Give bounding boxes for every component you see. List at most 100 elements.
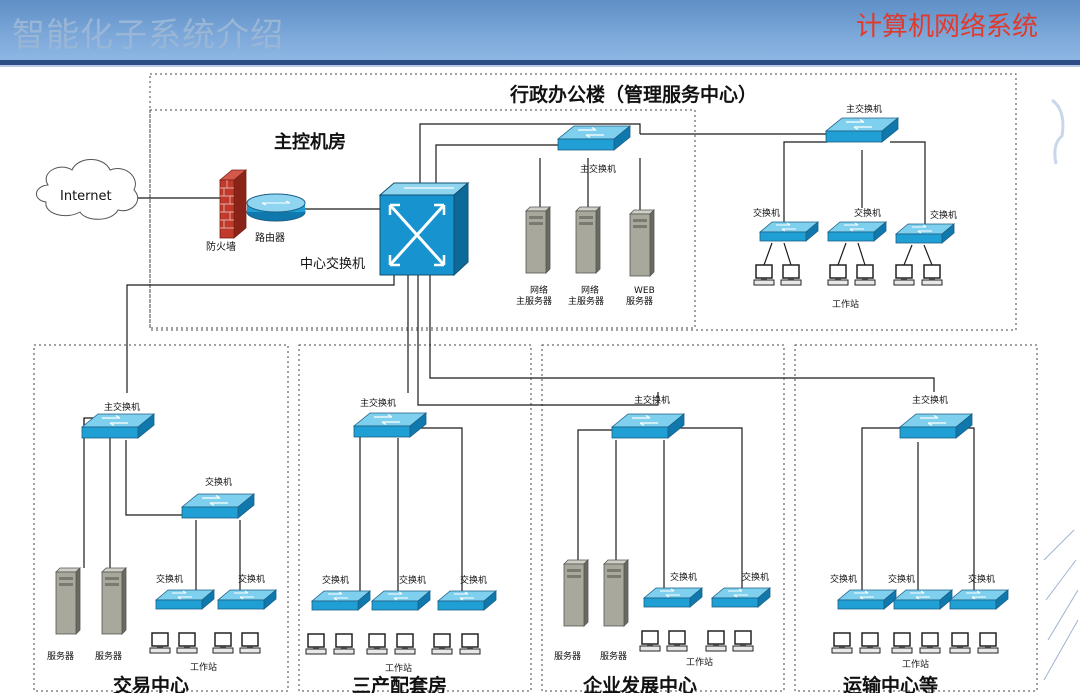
workstation-icon	[431, 633, 453, 655]
workstation-icon	[949, 632, 971, 654]
network-links	[83, 123, 975, 591]
main-switch-label: 主交换机	[104, 401, 140, 413]
server-icon	[525, 206, 551, 274]
workstation-icon	[333, 633, 355, 655]
workstation-icon	[854, 264, 876, 286]
core-switch-icon	[378, 181, 470, 277]
firewall-icon	[218, 169, 248, 239]
server-icon	[101, 567, 127, 635]
switch-label: 交换机	[968, 573, 995, 585]
server-icon	[575, 206, 601, 274]
switch-icon	[311, 590, 371, 611]
server-icon	[563, 559, 589, 627]
network-server-label-1: 网络	[530, 284, 548, 296]
workstation-label: 工作站	[686, 656, 713, 668]
switch-icon	[155, 589, 215, 610]
workstation-icon	[891, 632, 913, 654]
workstation-icon	[919, 632, 941, 654]
workstation-label: 工作站	[902, 658, 929, 670]
workstation-label: 工作站	[385, 662, 412, 674]
network-server-label-2: 主服务器	[568, 295, 604, 307]
header-divider-light	[0, 65, 1080, 67]
main-switch-icon	[557, 125, 631, 151]
switch-label: 交换机	[854, 207, 881, 219]
switch-label: 交换机	[888, 573, 915, 585]
switch-label: 交换机	[399, 574, 426, 586]
workstation-icon	[149, 632, 171, 654]
switch-label: 交换机	[205, 476, 232, 488]
slide-subtitle: 计算机网络系统	[855, 12, 1038, 42]
network-server-label-1: 网络	[581, 284, 599, 296]
main-switch-icon	[611, 413, 685, 439]
admin-building-label: 行政办公楼（管理服务中心）	[509, 83, 757, 106]
workstation-icon	[239, 632, 261, 654]
workstation-icon	[639, 630, 661, 652]
switch-icon	[893, 589, 953, 610]
tertiary-facilities-zone	[298, 344, 532, 692]
enterprise-dev-center-zone	[541, 344, 785, 692]
web-server-label-1: WEB	[634, 286, 655, 296]
switch-label: 交换机	[753, 207, 780, 219]
switch-icon	[371, 590, 431, 611]
network-server-label: 网络主服务器	[568, 284, 604, 307]
switch-icon	[837, 589, 897, 610]
core-switch-label: 中心交换机	[300, 256, 365, 272]
workstation-label: 工作站	[190, 661, 217, 673]
workstation-icon	[705, 630, 727, 652]
switch-label: 交换机	[460, 574, 487, 586]
workstation-icon	[394, 633, 416, 655]
workstation-icon	[977, 632, 999, 654]
web-server-label-2: 服务器	[626, 295, 653, 307]
workstation-icon	[831, 632, 853, 654]
workstation-icon	[732, 630, 754, 652]
server-label: 服务器	[95, 650, 122, 662]
main-switch-label: 主交换机	[360, 397, 396, 409]
switch-icon	[711, 587, 771, 608]
server-label: 服务器	[600, 650, 627, 662]
switch-label: 交换机	[238, 573, 265, 585]
workstation-icon	[859, 632, 881, 654]
switch-icon	[181, 493, 255, 519]
main-control-room-label: 主控机房	[274, 131, 346, 153]
internet-label: Internet	[60, 189, 112, 204]
switch-label: 交换机	[742, 571, 769, 583]
switch-icon	[949, 589, 1009, 610]
switch-icon	[827, 221, 887, 242]
workstation-icon	[459, 633, 481, 655]
server-icon	[603, 559, 629, 627]
router-icon	[246, 193, 306, 222]
network-server-label-2: 主服务器	[516, 295, 552, 307]
main-switch-icon	[825, 117, 899, 143]
workstation-icon	[176, 632, 198, 654]
switch-label: 交换机	[156, 573, 183, 585]
workstation-icon	[753, 264, 775, 286]
server-icon	[55, 567, 81, 635]
main-control-room-zone	[149, 109, 696, 329]
transport-center-label: 运输中心等	[843, 674, 938, 693]
workstation-icon	[827, 264, 849, 286]
main-switch-label: 主交换机	[912, 394, 948, 406]
trading-center-zone	[33, 344, 289, 692]
main-switch-icon	[353, 412, 427, 438]
server-icon	[629, 209, 655, 277]
slide-title: 智能化子系统介绍	[12, 15, 284, 54]
router-label: 路由器	[255, 231, 285, 244]
admin-building-zone	[149, 73, 1017, 331]
switch-label: 交换机	[322, 574, 349, 586]
workstation-icon	[921, 264, 943, 286]
switch-label: 交换机	[930, 209, 957, 221]
main-switch-label: 主交换机	[634, 394, 670, 406]
workstation-icon	[366, 633, 388, 655]
workstation-icon	[305, 633, 327, 655]
switch-icon	[895, 223, 955, 244]
transport-center-zone	[794, 344, 1038, 692]
main-switch-icon	[899, 413, 973, 439]
workstation-icon	[212, 632, 234, 654]
workstation-icon	[893, 264, 915, 286]
workstation-icon	[780, 264, 802, 286]
main-switch-label: 主交换机	[580, 163, 616, 175]
slide-header	[0, 0, 1080, 60]
switch-label: 交换机	[830, 573, 857, 585]
